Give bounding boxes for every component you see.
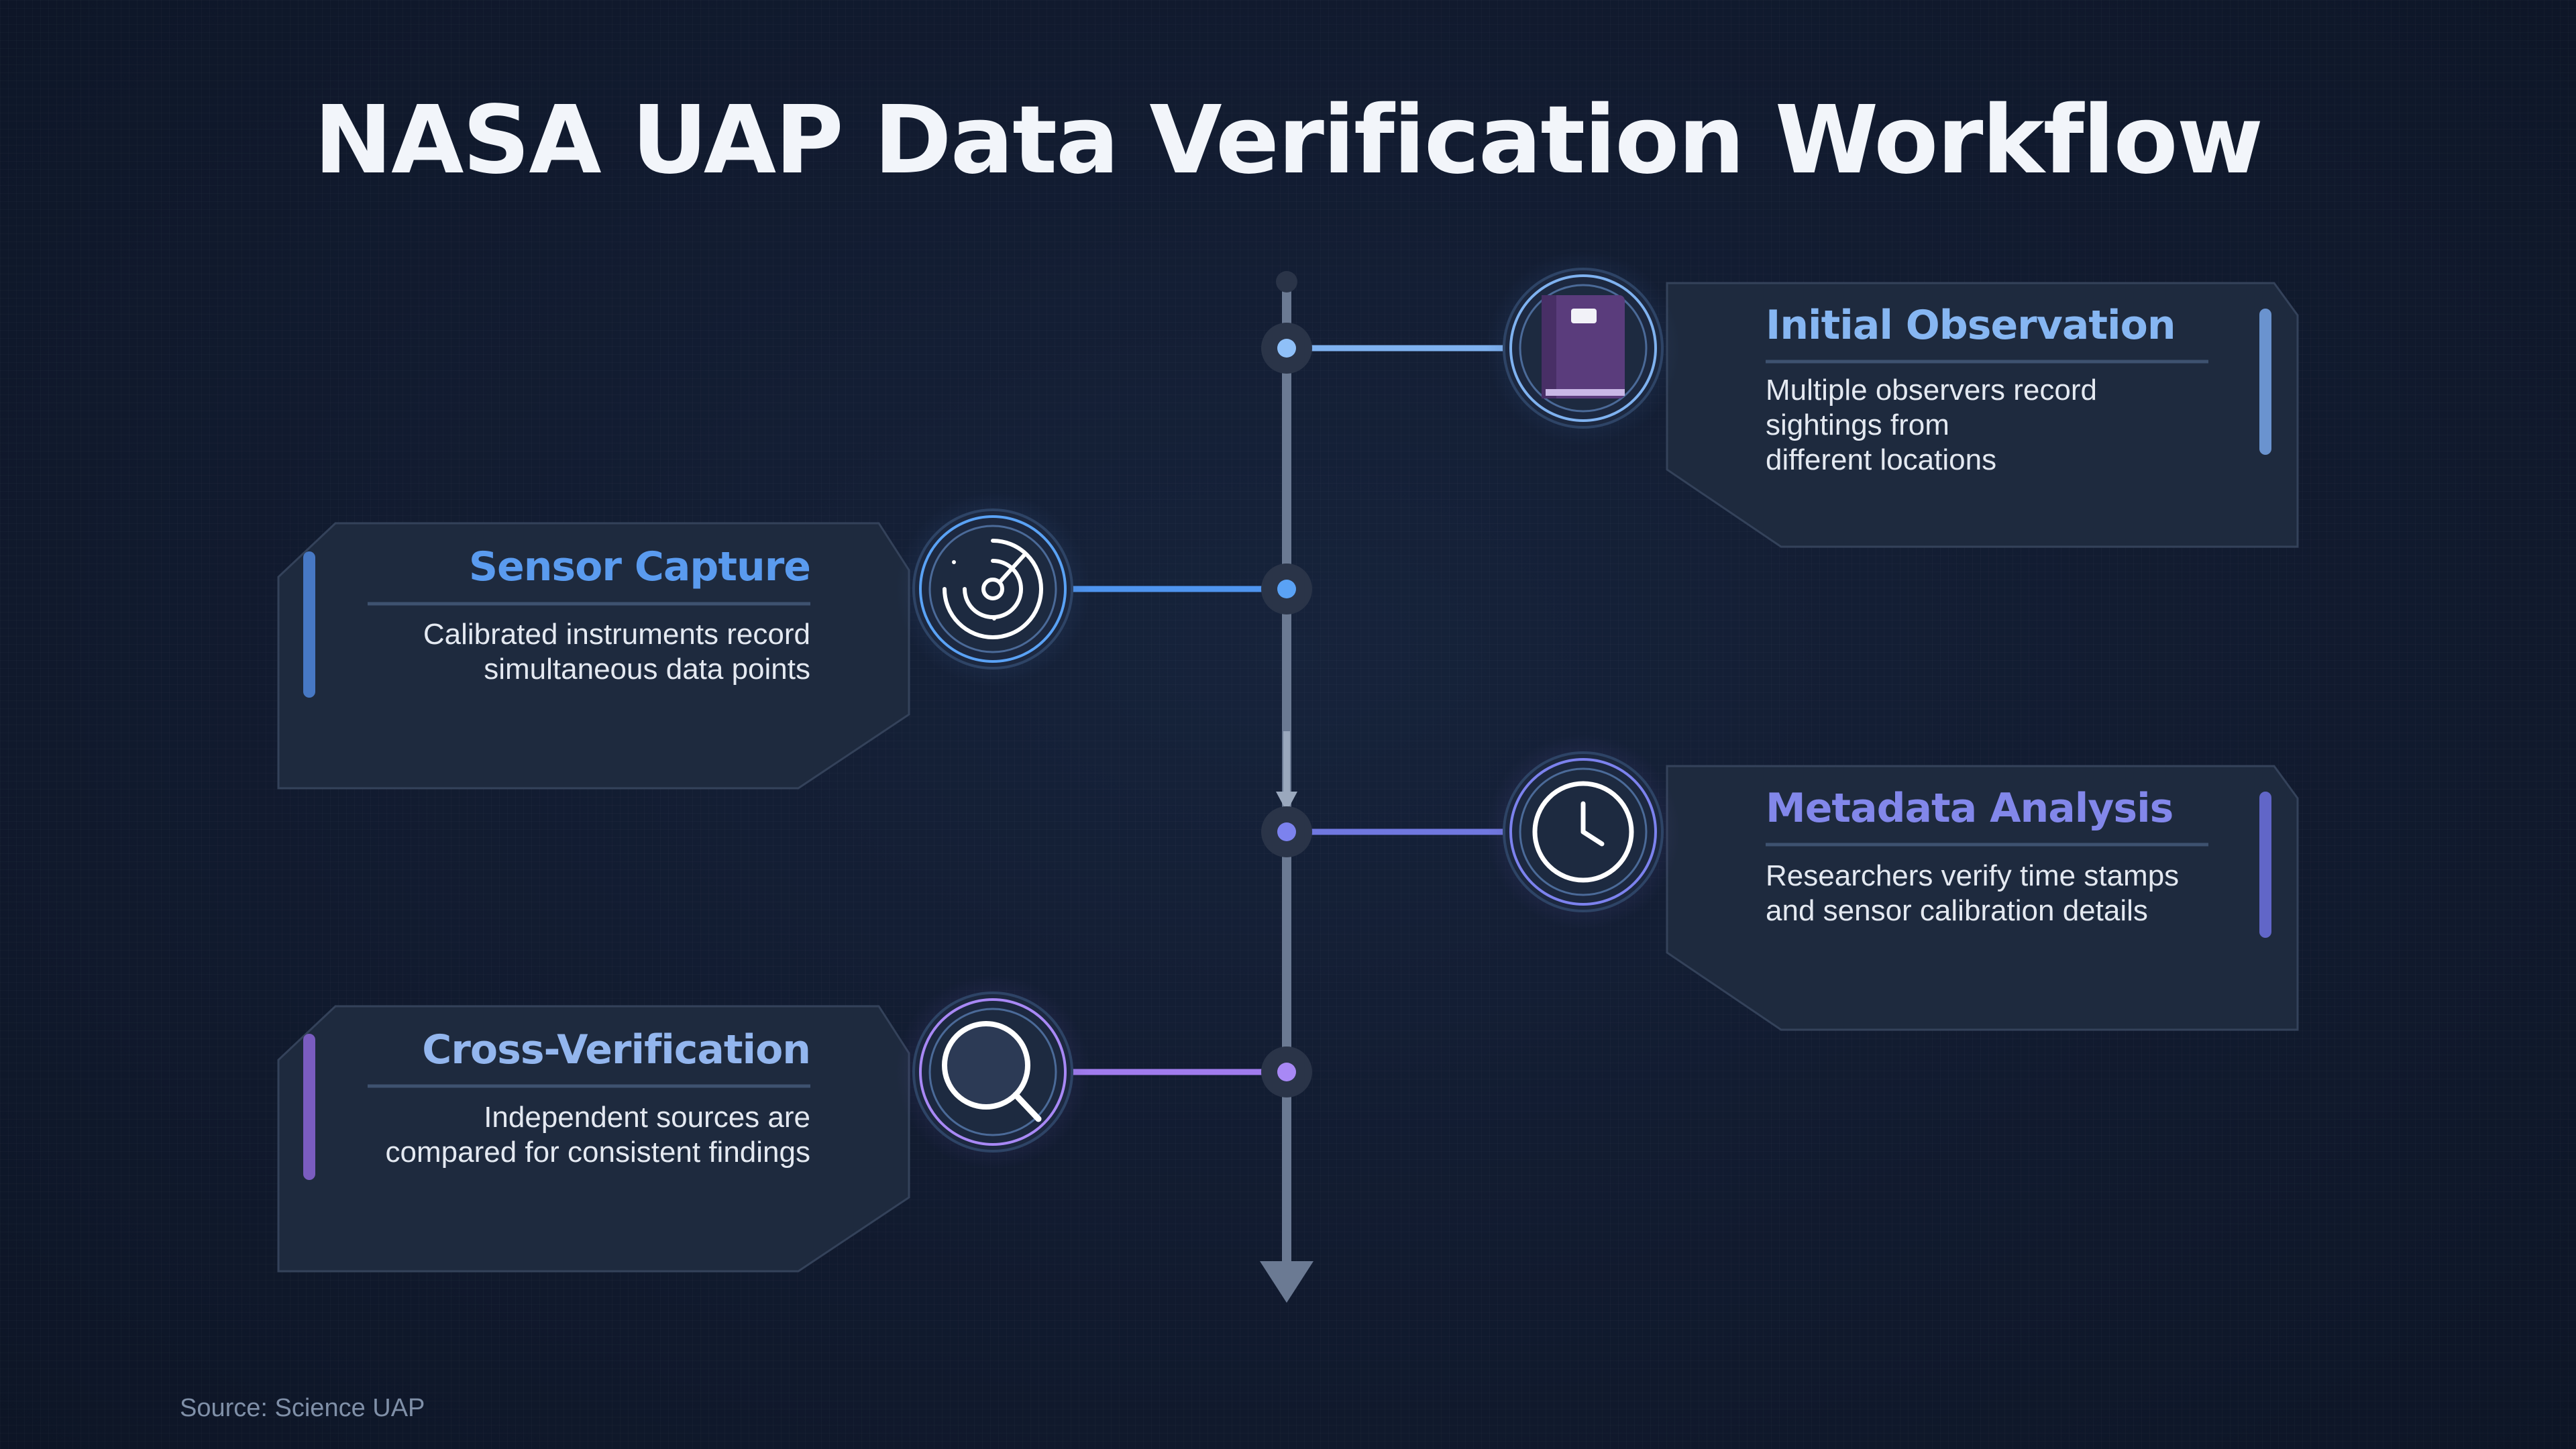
timeline-spine (1260, 271, 1313, 1303)
radar-icon (896, 492, 1090, 686)
step-description: Calibrated instruments record simultaneo… (423, 618, 810, 686)
step-card-sensor-capture (277, 522, 910, 790)
step-text-sensor-capture: Sensor Capture Calibrated instruments re… (349, 543, 811, 687)
page-title: NASA UAP Data Verification Workflow (313, 86, 2263, 195)
book-icon (1486, 251, 1680, 445)
step-description: Independent sources are compared for con… (385, 1101, 810, 1169)
clock-icon (1486, 735, 1680, 929)
connector-1 (1261, 323, 1509, 374)
step-description: Researchers verify time stamps and senso… (1766, 859, 2180, 927)
step-text-cross-verification: Cross-Verification Independent sources a… (349, 1026, 811, 1170)
connector-2 (1067, 564, 1312, 614)
connector-3 (1261, 806, 1509, 857)
step-text-metadata-analysis: Metadata Analysis Researchers verify tim… (1766, 785, 2235, 928)
step-title: Initial Observation (1766, 302, 2176, 349)
timeline-end-arrow-icon (1260, 1261, 1313, 1303)
magnifier-icon (896, 975, 1090, 1169)
step-description: Multiple observers record sightings from… (1766, 374, 2097, 476)
connector-4 (1067, 1046, 1312, 1097)
step-card-initial-observation (1666, 282, 2299, 548)
step-title: Cross-Verification (422, 1026, 811, 1073)
step-card-cross-verification (277, 1005, 910, 1273)
step-title: Metadata Analysis (1766, 785, 2174, 832)
step-title: Sensor Capture (468, 543, 811, 590)
step-text-initial-observation: Initial Observation Multiple observers r… (1766, 302, 2235, 478)
step-card-metadata-analysis (1666, 765, 2299, 1031)
source-note: Source: Science UAP (180, 1394, 425, 1422)
flow-arrow-icon (1276, 792, 1297, 812)
